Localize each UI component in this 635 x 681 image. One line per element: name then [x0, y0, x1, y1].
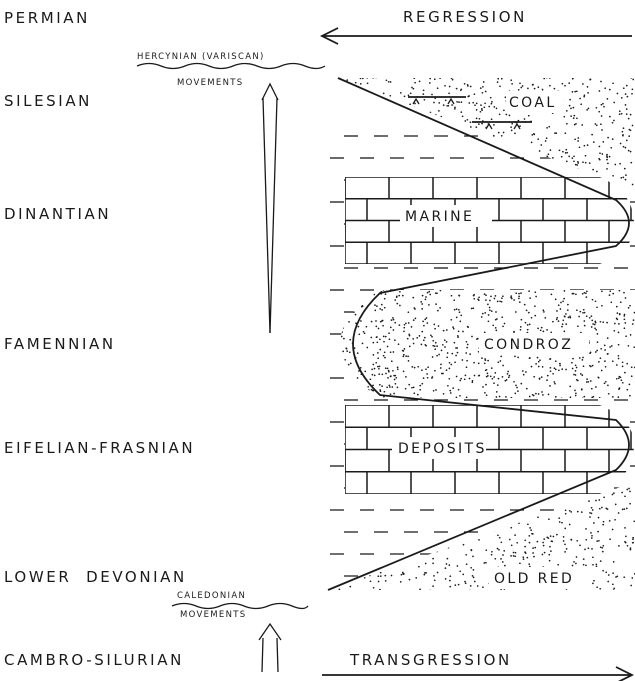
stage-label-permian: PERMIAN [4, 9, 90, 27]
facies-label-condroz: CONDROZ [484, 337, 573, 353]
stage-label-famennian: FAMENNIAN [4, 335, 116, 353]
hercynian-uplift-arrow-icon [262, 84, 278, 333]
regression-arrow-icon [322, 28, 632, 44]
caledonian-uplift-arrow-icon [259, 624, 281, 672]
unconformity-wavy-line [137, 64, 325, 69]
transgression-label: TRANSGRESSION [349, 651, 512, 669]
stage-label-silesian: SILESIAN [4, 92, 92, 110]
stage-label-lower-devonian: LOWER DEVONIAN [4, 568, 187, 586]
hercynian-label: HERCYNIAN (VARISCAN) [137, 52, 265, 62]
facies-label-deposits: DEPOSITS [398, 441, 487, 457]
caledonian-movements-label: MOVEMENTS [180, 610, 246, 620]
hercynian-movements-label: MOVEMENTS [177, 78, 243, 88]
coal-measures-sandstone [335, 75, 635, 192]
stage-label-eifelian-frasnian: EIFELIAN-FRASNIAN [4, 439, 195, 457]
regression-label: REGRESSION [403, 8, 527, 26]
unconformity-wavy-line [172, 604, 308, 609]
facies-label-coal: COAL [509, 95, 557, 111]
facies-label-old-red: OLD RED [494, 571, 574, 587]
stage-label-cambro-silurian: CAMBRO-SILURIAN [4, 651, 184, 669]
stage-label-dinantian: DINANTIAN [4, 205, 111, 223]
transgression-arrow-icon [322, 667, 632, 681]
caledonian-label: CALEDONIAN [177, 591, 246, 601]
facies-label-marine: MARINE [405, 209, 474, 225]
